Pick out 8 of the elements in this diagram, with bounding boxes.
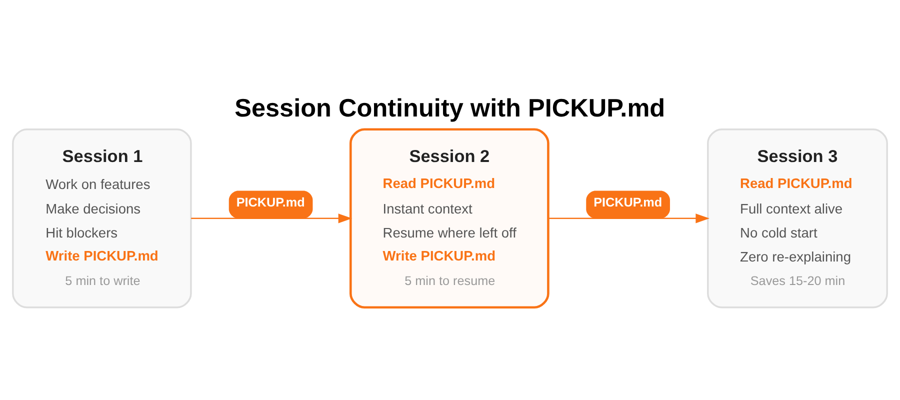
arrow [548,214,710,224]
node-box: Session 2 Read PICKUP.md Instant context Resume where left off Write PICKUP.md 5 min to resume [349,128,550,309]
edge-label: PICKUP.md [594,196,662,210]
node-box: Session 3 Read PICKUP.md Full context alive No cold start Zero re-explaining Saves 15-20 min [707,128,888,308]
diagram-title: Session Continuity with PICKUP.md [234,94,666,122]
node-box: Session 1 Work on features Make decisions Hit blockers Write PICKUP.md 5 min to write [12,128,192,308]
edge-label: PICKUP.md [236,196,305,210]
arrow [191,214,352,224]
